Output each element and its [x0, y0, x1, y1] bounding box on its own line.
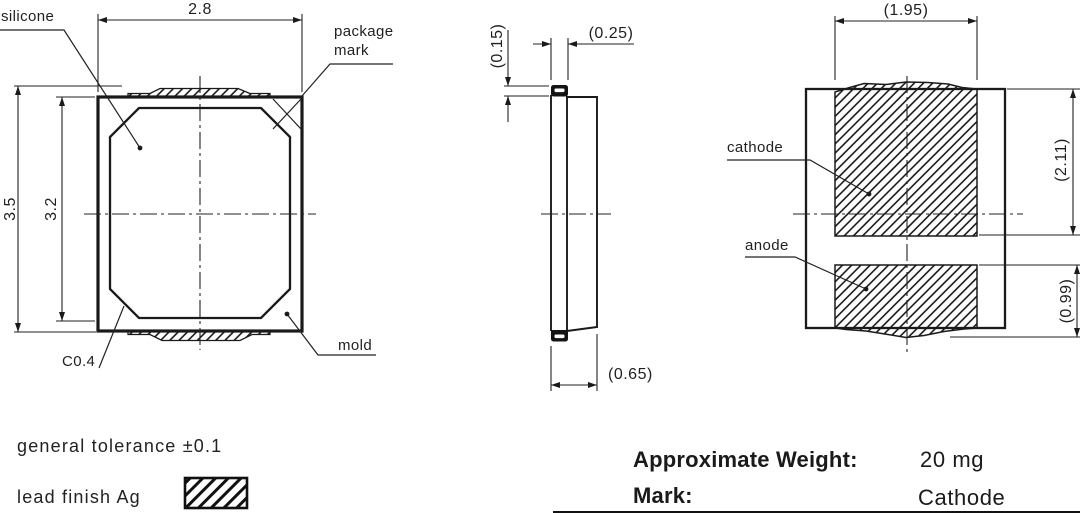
- package-mark-label-line2: mark: [334, 42, 369, 59]
- dim-anode-extent-0-99: (0.99): [950, 264, 1080, 338]
- cathode-pad: [834, 81, 978, 237]
- dim-pad-width-1-95: (1.95): [834, 2, 978, 80]
- dim-thickness-0-65: (0.65): [550, 334, 653, 391]
- dim-lead-width-label: (0.25): [589, 25, 634, 42]
- dim-pad-width-label: (1.95): [884, 2, 929, 19]
- dim-width-2-8: 2.8: [97, 1, 303, 92]
- package-mark-leader: [301, 63, 393, 97]
- bottom-view-outline: [804, 87, 1007, 330]
- dim-anode-extent-label: (0.99): [1058, 279, 1075, 324]
- chamfer-leader: [98, 305, 125, 369]
- top-view: 2.8 3.5 3.2 silicone package mark: [0, 1, 394, 370]
- dim-height-3-2: 3.2: [43, 96, 95, 322]
- mark-value: Cathode: [918, 485, 1005, 510]
- dim-lead-height-label: (0.15): [489, 24, 506, 69]
- dim-height-total-label: 3.5: [2, 197, 19, 221]
- notes: general tolerance ±0.1 lead finish Ag: [17, 436, 249, 510]
- cathode-leader: [727, 159, 870, 195]
- dim-width-label: 2.8: [188, 1, 212, 18]
- mold-leader-dot: [284, 311, 290, 317]
- mold-leader: [286, 313, 376, 356]
- weight-label: Approximate Weight:: [633, 447, 858, 472]
- general-tolerance-note: general tolerance ±0.1: [17, 436, 222, 456]
- side-view: (0.15) (0.25) (0.65): [489, 24, 653, 391]
- package-mark-cross: [272, 98, 302, 130]
- lead-finish-hatch-swatch: [183, 476, 249, 510]
- anode-leader: [745, 256, 867, 290]
- dim-cathode-extent-2-11: (2.11): [979, 88, 1080, 236]
- dim-lead-height-0-15: (0.15): [489, 24, 549, 122]
- anode-label: anode: [745, 237, 789, 254]
- silicone-leader-dot: [137, 145, 143, 151]
- chamfer-label: C0.4: [62, 353, 95, 370]
- weight-value: 20 mg: [920, 447, 984, 472]
- dim-lead-width-0-25: (0.25): [533, 25, 634, 80]
- cathode-label: cathode: [727, 139, 783, 156]
- specs: Approximate Weight: 20 mg Mark: Cathode: [553, 447, 1080, 513]
- silicone-label: silicone: [1, 8, 54, 25]
- dim-cathode-extent-label: (2.11): [1053, 138, 1070, 182]
- table-bottom-border: [553, 511, 1080, 513]
- emitting-window-octagon: [108, 106, 292, 320]
- cathode-leader-dot: [866, 191, 872, 197]
- dim-height-body-label: 3.2: [43, 197, 60, 221]
- bottom-view: (1.95) (2.11) (0.99) cathode anode: [727, 2, 1080, 352]
- mark-label: Mark:: [633, 483, 693, 508]
- mold-label: mold: [338, 337, 372, 354]
- dim-height-3-5: 3.5: [2, 85, 122, 333]
- package-mark-label-line1: package: [334, 23, 394, 40]
- side-bottom-lead-slit: [554, 334, 565, 339]
- anode-pad: [834, 264, 978, 339]
- silicone-leader: [0, 29, 141, 149]
- side-top-lead-slit: [554, 88, 565, 93]
- anode-leader-dot: [863, 286, 869, 292]
- lead-finish-note: lead finish Ag: [17, 487, 141, 507]
- dim-thickness-label: (0.65): [608, 366, 653, 383]
